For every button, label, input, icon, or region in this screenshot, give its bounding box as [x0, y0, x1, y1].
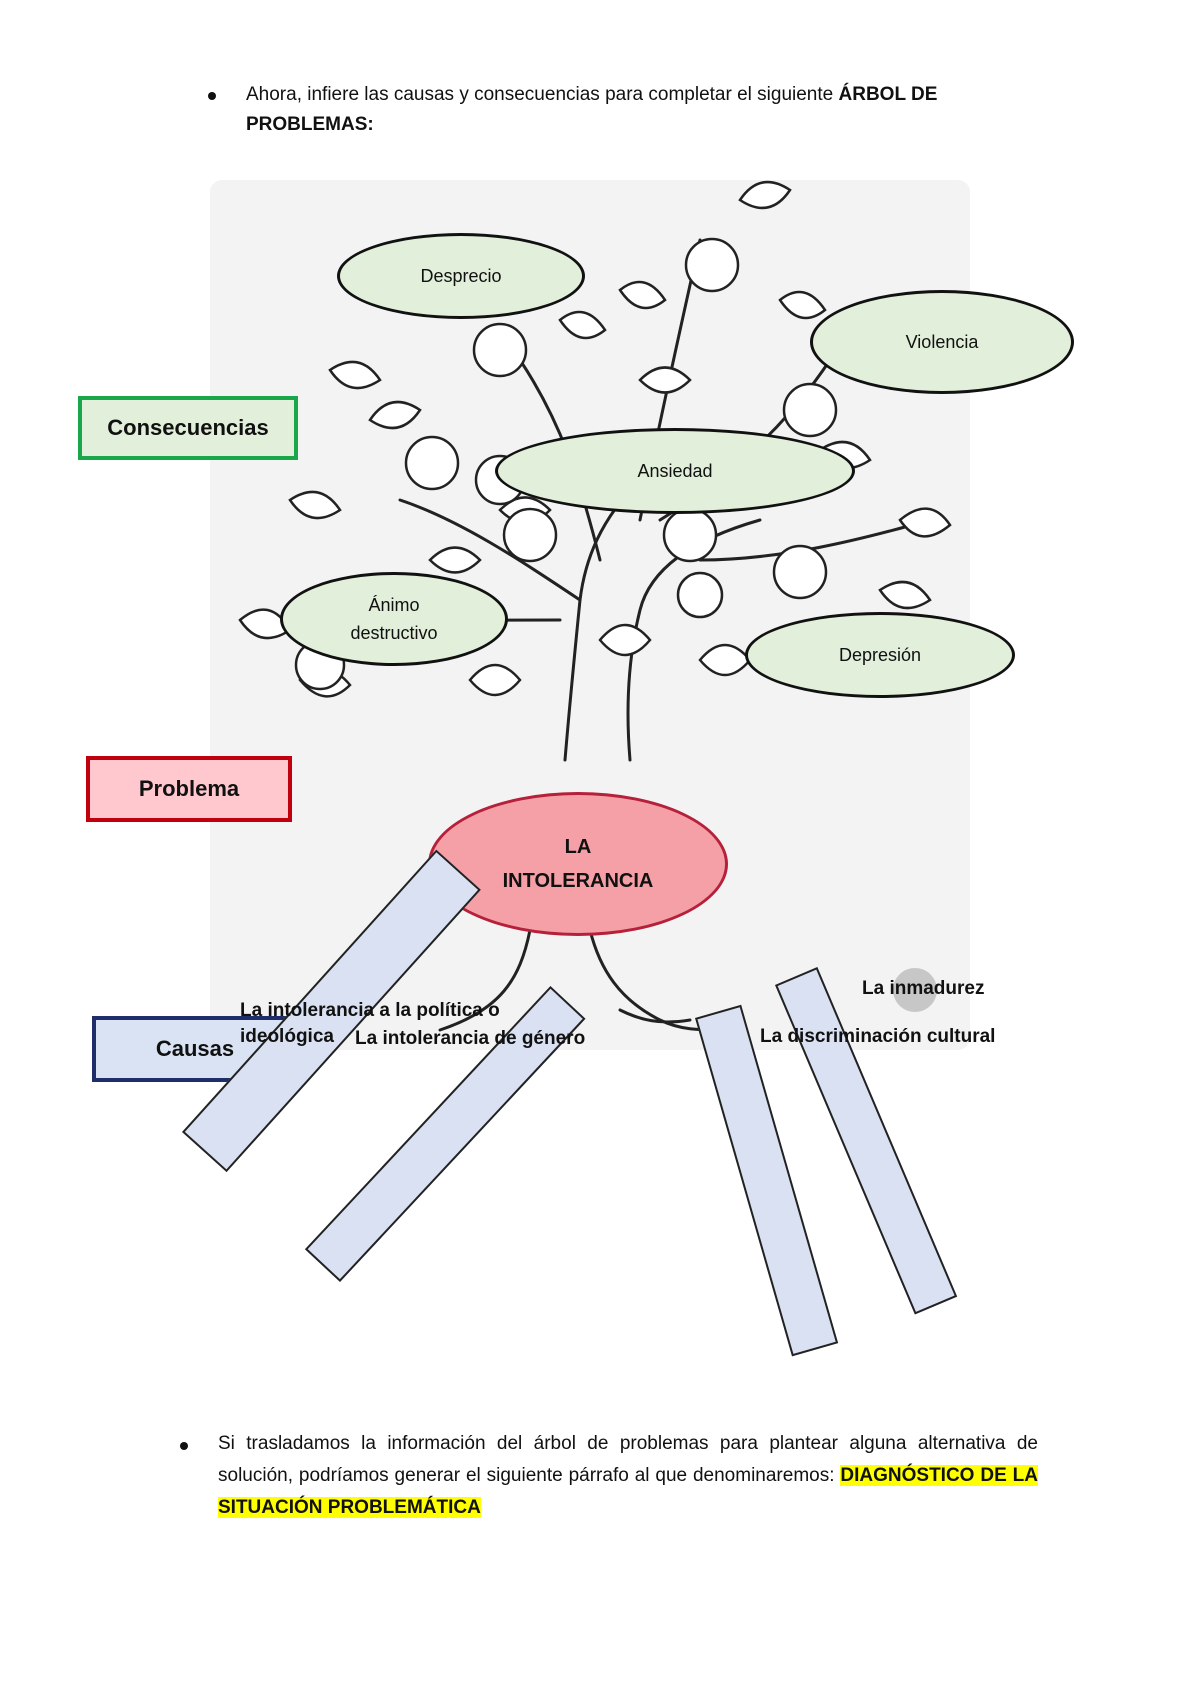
- consequence-violencia-label: Violencia: [905, 332, 979, 352]
- consequence-animo-label: Ánimo destructivo: [350, 591, 437, 647]
- causas-label: Causas: [155, 1036, 235, 1061]
- closing-text: Si trasladamos la información del árbol …: [218, 1433, 1038, 1486]
- consecuencias-label-box: Consecuencias: [78, 396, 298, 460]
- bullet-icon: [180, 1442, 188, 1450]
- intro-title: ÁRBOL DE PROBLEMAS:: [246, 84, 938, 135]
- problema-label: Problema: [138, 776, 240, 801]
- consequence-animo-line2: destructivo: [350, 623, 438, 643]
- consequence-desprecio-label: Desprecio: [420, 266, 502, 286]
- closing-paragraph: Si trasladamos la información del árbol …: [218, 1428, 1038, 1524]
- consequence-ansiedad-label: Ansiedad: [637, 461, 713, 481]
- intro-text: Ahora, infiere las causas y consecuencia…: [246, 84, 839, 105]
- cause-intolerancia-genero: La intolerancia de género: [355, 1026, 585, 1052]
- cause-inmadurez-label: La inmadurez: [862, 978, 985, 999]
- cause-genero-label: La intolerancia de género: [355, 1028, 586, 1049]
- problema-label-box: Problema: [86, 756, 292, 822]
- problem-label: LA INTOLERANCIA: [503, 830, 654, 898]
- problem-line1: LA: [564, 836, 592, 858]
- consequence-violencia: Violencia: [810, 290, 1074, 394]
- cause-discriminacion-cultural: La discriminación cultural: [760, 1024, 995, 1050]
- problem-ellipse: LA INTOLERANCIA: [428, 792, 728, 936]
- consequence-depresion-label: Depresión: [838, 645, 922, 665]
- consecuencias-label: Consecuencias: [107, 415, 269, 440]
- bullet-icon: [208, 92, 216, 100]
- cause-politica-line1: La intolerancia a la política o: [240, 1000, 500, 1021]
- consequence-animo-line1: Ánimo: [368, 595, 420, 615]
- cause-politica-line2: ideológica: [240, 1026, 334, 1047]
- problem-line2: INTOLERANCIA: [502, 870, 654, 892]
- consequence-depresion: Depresión: [745, 612, 1015, 698]
- cause-discriminacion-label: La discriminación cultural: [760, 1026, 996, 1047]
- consequence-desprecio: Desprecio: [337, 233, 585, 319]
- consequence-ansiedad: Ansiedad: [495, 428, 855, 514]
- cause-intolerancia-politica: La intolerancia a la política o ideológi…: [240, 998, 500, 1050]
- cause-inmadurez: La inmadurez: [862, 976, 984, 1002]
- intro-paragraph: Ahora, infiere las causas y consecuencia…: [246, 80, 1006, 140]
- consequence-animo-destructivo: Ánimo destructivo: [280, 572, 508, 666]
